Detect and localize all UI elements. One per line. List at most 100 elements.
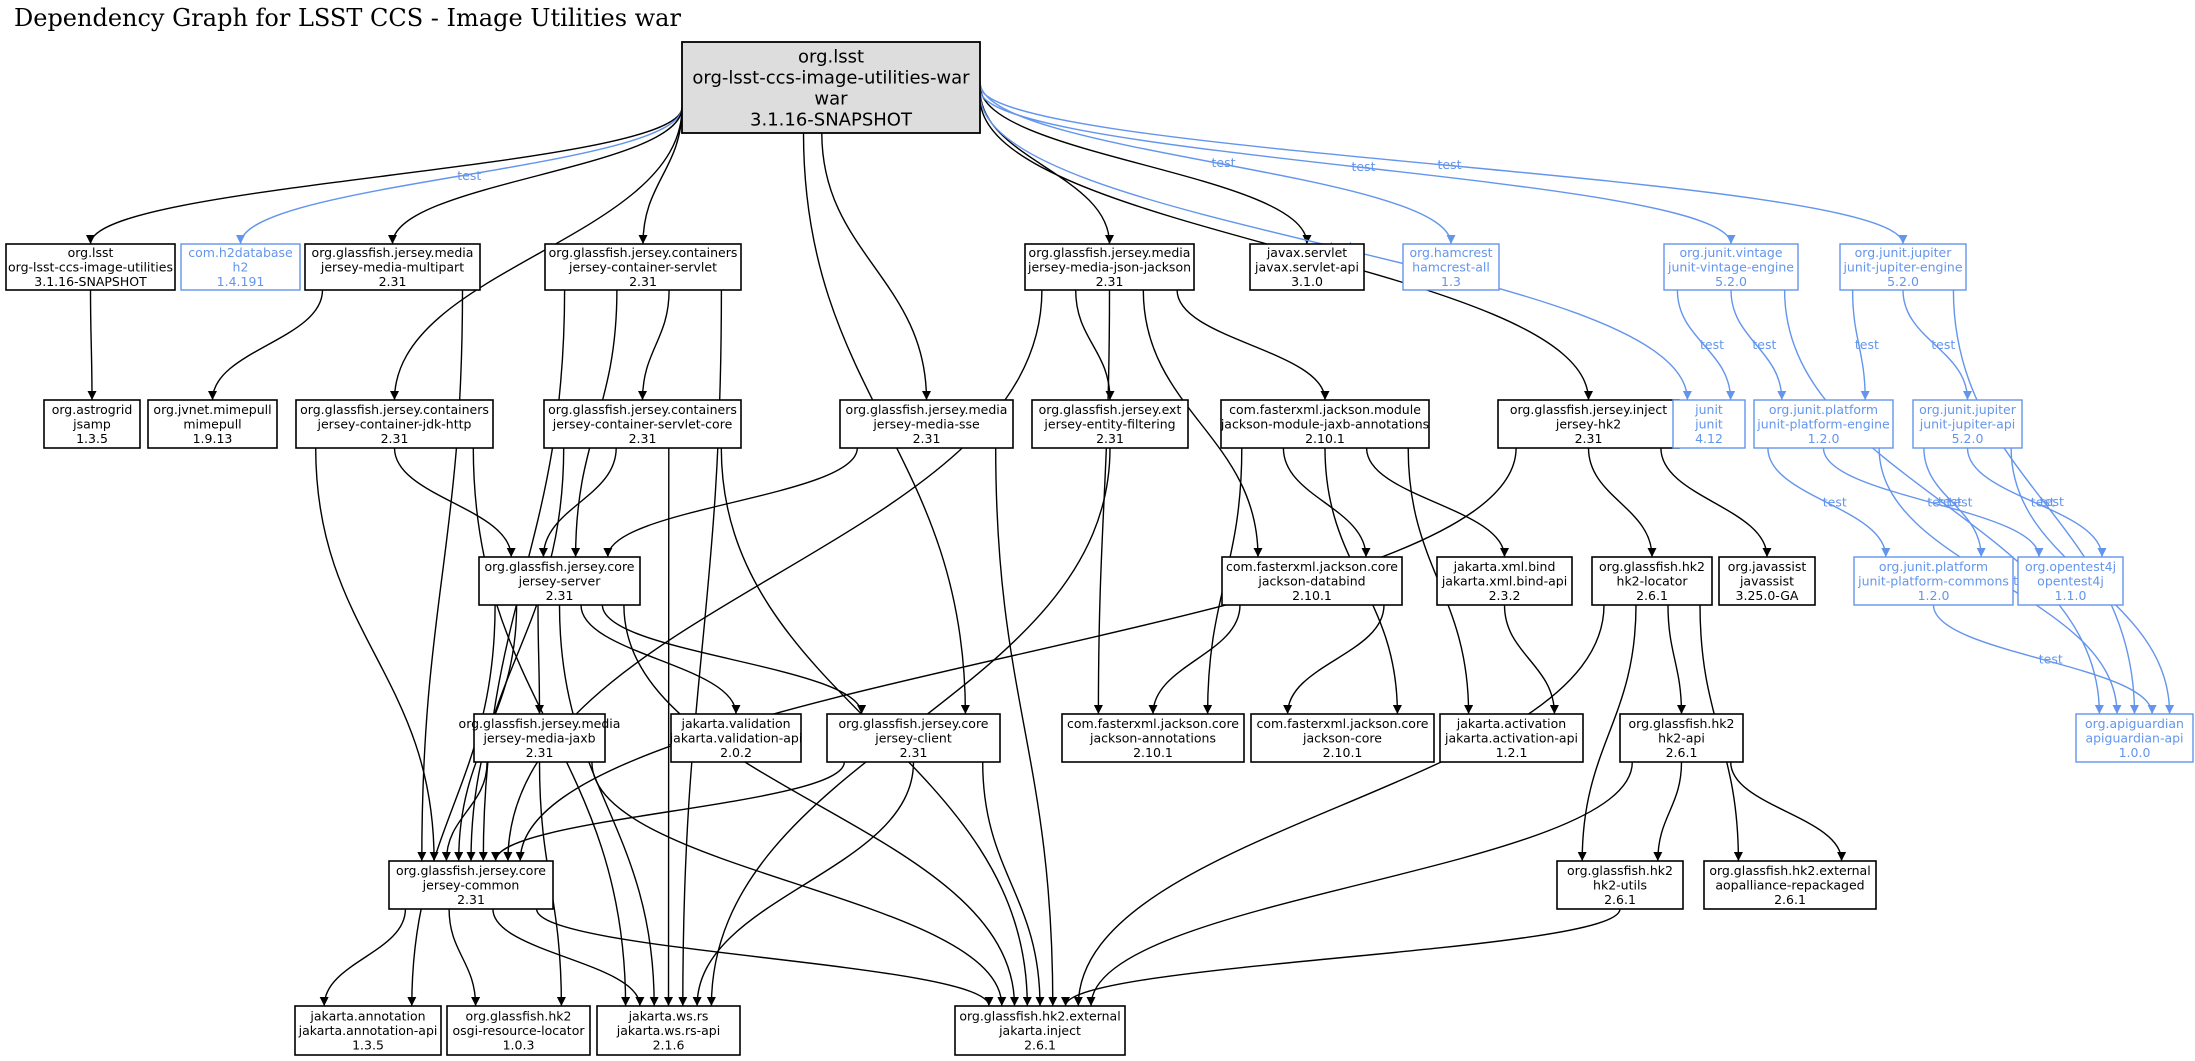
node-version: 2.6.1 xyxy=(1636,588,1668,603)
node-group: jakarta.ws.rs xyxy=(628,1008,709,1023)
edge-root-to-hamcrest xyxy=(979,81,1456,245)
node-group: org.lsst xyxy=(798,46,864,67)
node-artifact: javassist xyxy=(1739,573,1794,588)
node-json-jackson[interactable]: org.glassfish.jersey.mediajersey-media-j… xyxy=(1024,243,1195,291)
edge-servlet-core-to-jersey-common xyxy=(466,447,565,862)
node-artifact: jakarta.ws.rs-api xyxy=(616,1023,720,1038)
node-vintage-engine[interactable]: org.junit.vintagejunit-vintage-engine5.2… xyxy=(1663,243,1799,291)
node-artifact: junit-platform-commons xyxy=(1857,573,2009,588)
node-group: org.glassfish.jersey.media xyxy=(312,245,474,260)
node-group: org.glassfish.hk2.external xyxy=(959,1008,1120,1023)
node-activation-api[interactable]: jakarta.activationjakarta.activation-api… xyxy=(1439,713,1584,763)
node-box xyxy=(1031,399,1189,449)
edge-label-test: test xyxy=(1927,495,1951,510)
node-artifact: hk2-locator xyxy=(1617,573,1689,588)
node-ccs-image-utilities[interactable]: org.lsstorg-lsst-ccs-image-utilities3.1.… xyxy=(5,243,176,291)
edge-jersey-common-to-osgi-locator xyxy=(448,908,481,1007)
node-artifact: junit-vintage-engine xyxy=(1667,259,1794,274)
node-databind[interactable]: com.fasterxml.jackson.corejackson-databi… xyxy=(1221,556,1403,606)
node-aopalliance[interactable]: org.glassfish.hk2.externalaopalliance-re… xyxy=(1703,860,1877,910)
edge-media-sse-to-jakarta-inject xyxy=(995,447,1058,1007)
node-version: 1.9.13 xyxy=(193,431,233,446)
node-root[interactable]: org.lsstorg-lsst-ccs-image-utilities-war… xyxy=(681,41,981,134)
node-artifact: jakarta.activation-api xyxy=(1444,730,1578,745)
node-box xyxy=(681,41,981,134)
node-osgi-locator[interactable]: org.glassfish.hk2osgi-resource-locator1.… xyxy=(446,1005,591,1056)
node-group: org.hamcrest xyxy=(1409,245,1492,260)
node-group: org.glassfish.jersey.containers xyxy=(549,245,738,260)
node-box xyxy=(1839,243,1967,291)
edge-jupiter-api-to-opentest4j xyxy=(1966,447,2107,558)
node-version: 2.6.1 xyxy=(1024,1037,1056,1052)
edge-media-jaxb-to-jakarta-inject xyxy=(591,761,1007,1007)
edge-jersey-server-to-ws-rs-api xyxy=(558,604,659,1007)
node-version: 2.31 xyxy=(379,274,407,289)
node-jupiter-engine[interactable]: org.junit.jupiterjunit-jupiter-engine5.2… xyxy=(1839,243,1967,291)
node-jackson-annotations[interactable]: com.fasterxml.jackson.corejackson-annota… xyxy=(1061,713,1245,763)
node-artifact: apiguardian-api xyxy=(2085,730,2183,745)
node-version: 2.6.1 xyxy=(1604,892,1636,907)
node-version: 2.31 xyxy=(546,588,574,603)
edge-root-to-vintage-engine xyxy=(979,89,1736,245)
node-box xyxy=(446,1005,591,1056)
node-platform-commons[interactable]: org.junit.platformjunit-platform-commons… xyxy=(1853,556,2014,606)
edge-jersey-common-to-annotation-api xyxy=(319,908,407,1007)
node-jersey-common[interactable]: org.glassfish.jersey.corejersey-common2.… xyxy=(388,860,554,910)
node-container-servlet[interactable]: org.glassfish.jersey.containersjersey-co… xyxy=(544,243,742,291)
node-box xyxy=(473,713,606,763)
node-version: 2.31 xyxy=(1096,274,1124,289)
node-servlet-core[interactable]: org.glassfish.jersey.containersjersey-co… xyxy=(543,399,742,449)
node-jaxb-annotations[interactable]: com.fasterxml.jackson.modulejackson-modu… xyxy=(1220,399,1430,449)
node-multipart[interactable]: org.glassfish.jersey.mediajersey-media-m… xyxy=(304,243,481,291)
node-jakarta-inject[interactable]: org.glassfish.hk2.externaljakarta.inject… xyxy=(954,1005,1126,1056)
node-artifact: jersey-common xyxy=(422,877,520,892)
edge-jersey-hk2-to-hk2-locator xyxy=(1587,447,1657,558)
node-group: org.glassfish.jersey.core xyxy=(838,716,988,731)
edge-label-test: test xyxy=(1931,337,1955,352)
node-annotation-api[interactable]: jakarta.annotationjakarta.annotation-api… xyxy=(294,1005,442,1056)
node-jersey-server[interactable]: org.glassfish.jersey.corejersey-server2.… xyxy=(478,556,641,606)
node-box xyxy=(43,399,141,449)
node-entity-filtering[interactable]: org.glassfish.jersey.extjersey-entity-fi… xyxy=(1031,399,1189,449)
node-box xyxy=(1220,399,1430,449)
node-group: jakarta.xml.bind xyxy=(1453,559,1556,574)
edge-root-to-ccs-image-utilities xyxy=(86,107,683,245)
node-version: 2.31 xyxy=(900,745,928,760)
node-artifact: jersey-container-jdk-http xyxy=(317,416,472,431)
edge-hk2-api-to-hk2-utils xyxy=(1653,761,1683,862)
node-jersey-client[interactable]: org.glassfish.jersey.corejersey-client2.… xyxy=(826,713,1001,763)
node-artifact: hamcrest-all xyxy=(1412,259,1490,274)
node-platform-engine[interactable]: org.junit.platformjunit-platform-engine1… xyxy=(1753,399,1894,449)
node-jackson-core[interactable]: com.fasterxml.jackson.corejackson-core2.… xyxy=(1250,713,1435,763)
edge-label-test: test xyxy=(457,168,481,183)
node-version: 2.1.6 xyxy=(653,1037,685,1052)
node-jersey-hk2[interactable]: org.glassfish.jersey.injectjersey-hk22.3… xyxy=(1497,399,1680,449)
node-artifact: junit xyxy=(1694,416,1723,431)
node-media-jaxb[interactable]: org.glassfish.jersey.mediajersey-media-j… xyxy=(459,713,621,763)
node-group: org.glassfish.jersey.media xyxy=(846,402,1008,417)
node-box xyxy=(1672,399,1746,449)
node-media-sse[interactable]: org.glassfish.jersey.mediajersey-media-s… xyxy=(839,399,1014,449)
node-box xyxy=(1436,556,1573,606)
node-jdk-http[interactable]: org.glassfish.jersey.containersjersey-co… xyxy=(295,399,494,449)
node-bind-api[interactable]: jakarta.xml.bindjakarta.xml.bind-api2.3.… xyxy=(1436,556,1573,606)
edge-label-test: test xyxy=(2031,495,2055,510)
node-validation-api[interactable]: jakarta.validationjakarta.validation-api… xyxy=(669,713,803,763)
node-artifact: jersey-media-sse xyxy=(872,416,980,431)
node-version: 2.31 xyxy=(629,274,657,289)
node-box xyxy=(1250,713,1435,763)
